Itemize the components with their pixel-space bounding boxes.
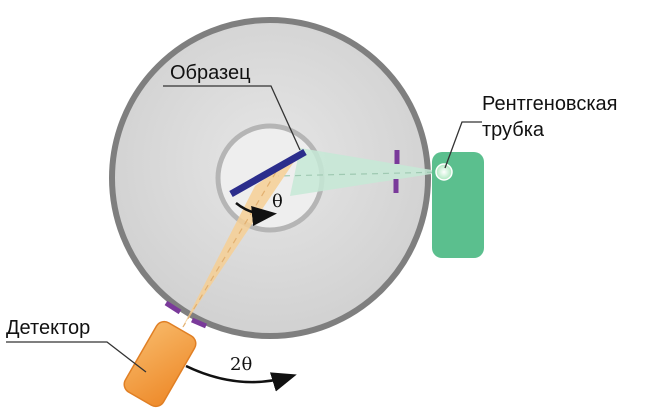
tube-label-leader — [444, 121, 482, 169]
incident-beam — [290, 148, 444, 196]
xray-tube-focal-spot — [435, 163, 453, 181]
detector-slit-right — [191, 317, 207, 329]
theta-arrow — [235, 202, 277, 226]
detector-label-leader — [6, 341, 147, 373]
sample-label: Образец — [170, 62, 251, 84]
two-theta-label: 2θ — [230, 354, 252, 375]
two-theta-arrow — [185, 364, 297, 392]
tube-label-line2: трубка — [482, 119, 545, 141]
detector-label: Детектор — [6, 317, 90, 339]
incident-beam-axis — [277, 171, 445, 177]
diffracted-beam — [182, 153, 300, 328]
theta-label: θ — [272, 191, 283, 212]
sample-plate — [229, 148, 307, 198]
sample-label-leader — [163, 85, 301, 151]
tube-label-line1: Рентгеновская — [482, 93, 617, 115]
detector-slit-left — [164, 300, 182, 315]
detector — [123, 320, 197, 408]
diffracted-beam-axis — [182, 171, 277, 328]
